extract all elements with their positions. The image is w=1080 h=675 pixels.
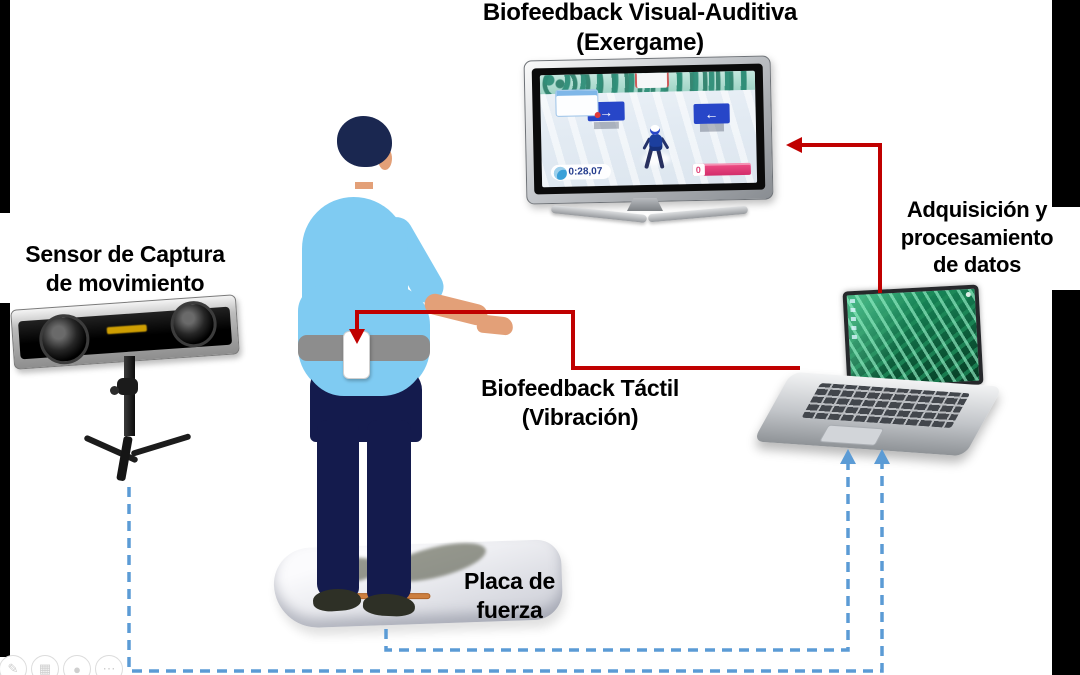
- game-hud-panel: [555, 88, 601, 119]
- tripod-leg: [130, 433, 192, 457]
- laptop-keyboard: [801, 382, 971, 429]
- laptop-keyboard-deck: [753, 371, 1003, 457]
- label-line: Adquisición y: [906, 197, 1048, 222]
- person-leg: [317, 420, 359, 598]
- blue-arrowhead-laptop: [874, 449, 890, 464]
- label-tactile: Biofeedback Táctil (Vibración): [430, 374, 730, 432]
- start-gate: [634, 72, 669, 88]
- label-line: Biofeedback Táctil: [481, 375, 679, 401]
- desktop-icons: [849, 298, 857, 340]
- vibration-device: [343, 331, 370, 379]
- tv-frame: → ←: [523, 55, 774, 205]
- person-leg: [367, 420, 411, 602]
- image-icon[interactable]: ▦: [31, 655, 59, 675]
- label-line: de datos: [932, 252, 1022, 277]
- letterbox-left-top: [0, 0, 10, 213]
- label-exergame: Biofeedback Visual-Auditiva (Exergame): [430, 0, 850, 58]
- letterbox-right-top: [1052, 0, 1080, 207]
- pencil-glyph: ✎: [7, 661, 19, 675]
- person-hair: [337, 116, 392, 167]
- label-line: (Vibración): [521, 403, 639, 430]
- label-line: procesamiento: [900, 224, 1054, 250]
- label-line: Biofeedback Visual-Auditiva: [482, 0, 798, 26]
- ellipsis-icon[interactable]: ⋯: [95, 655, 123, 675]
- label-line: de movimiento: [45, 269, 205, 296]
- label-acquisition: Adquisición y procesamiento de datos: [878, 196, 1076, 279]
- label-line: Sensor de Captura: [25, 241, 225, 267]
- slalom-gate-right: ←: [693, 103, 731, 124]
- red-arrow-laptop-to-tv: [800, 143, 882, 293]
- tv-bezel: → ←: [531, 63, 766, 195]
- person-icon[interactable]: ●: [63, 655, 91, 675]
- laptop-screen: [842, 284, 984, 392]
- clock-icon: [552, 165, 568, 182]
- label-motion-sensor: Sensor de Captura de movimiento: [10, 240, 240, 298]
- game-score-bar: 0: [692, 163, 751, 177]
- red-arrowhead-tv: [786, 137, 802, 153]
- ellipsis-glyph: ⋯: [102, 661, 116, 675]
- game-timer: 0:28,07: [550, 164, 611, 182]
- window-control-icon: [965, 291, 971, 298]
- tripod-joint: [117, 378, 138, 395]
- tv-game-screen: → ←: [539, 70, 758, 188]
- letterbox-left-bottom: [0, 303, 10, 657]
- laptop-trackpad: [818, 424, 885, 446]
- pencil-icon[interactable]: ✎: [0, 655, 27, 675]
- skier-helmet: [649, 124, 660, 135]
- skier-avatar: [640, 124, 673, 169]
- tv-stand-leg: [647, 205, 749, 223]
- label-force-plate: Placa de fuerza: [437, 567, 582, 625]
- tv-stand-neck: [627, 198, 663, 211]
- game-score-value: 0: [692, 164, 705, 177]
- image-glyph: ▦: [38, 661, 52, 675]
- game-timer-value: 0:28,07: [568, 166, 603, 178]
- person-hand: [476, 314, 514, 336]
- skier-body: [648, 133, 663, 151]
- label-line: Placa de: [464, 568, 555, 594]
- blue-arrowhead-laptop: [840, 449, 856, 464]
- label-line: (Exergame): [576, 29, 704, 56]
- arrow-right-icon: →: [598, 103, 614, 120]
- tripod-pole: [124, 356, 135, 436]
- person-glyph: ●: [73, 661, 81, 675]
- letterbox-right-bottom: [1052, 290, 1080, 675]
- arrow-left-icon: ←: [704, 105, 719, 122]
- tripod-knob: [110, 386, 119, 395]
- label-line: fuerza: [476, 596, 543, 623]
